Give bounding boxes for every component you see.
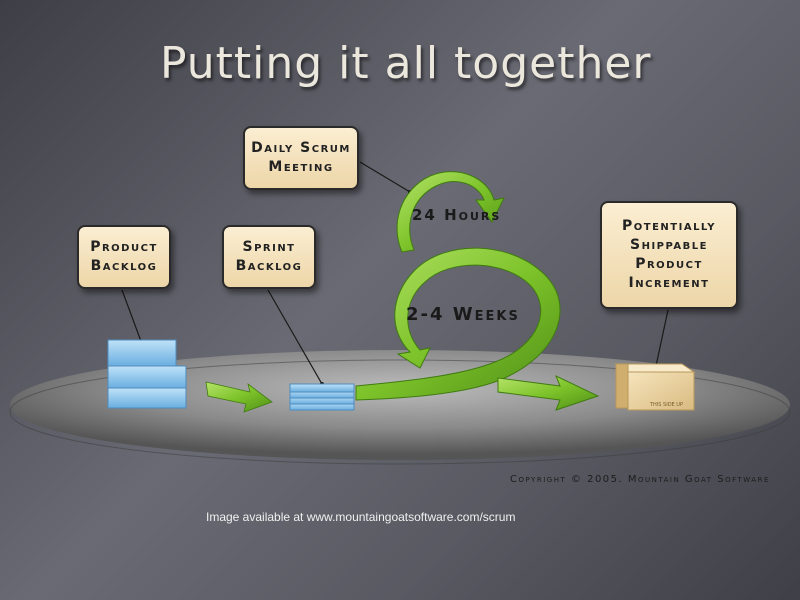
callout-increment-line-2: Shippable [630,237,708,253]
callout-increment-line-3: Product [635,256,703,272]
callout-daily-scrum: Daily Scrum Meeting [243,126,359,190]
callout-product-backlog-line-2: Backlog [90,258,158,274]
connector-sprint-backlog [267,289,323,385]
flow-arrow-1 [205,381,273,413]
callout-sprint-backlog-line-2: Backlog [235,258,303,274]
connector-daily-scrum [359,161,411,193]
connector-product-backlog [121,289,143,345]
image-caption: Image available at www.mountaingoatsoftw… [206,510,516,524]
daily-cycle-arrow [396,171,505,253]
callout-daily-scrum-line-1: Daily Scrum [251,140,351,156]
sprint-cycle-arrow [355,247,600,411]
callout-daily-scrum-line-2: Meeting [268,159,334,175]
platform-disc [10,350,790,460]
callout-sprint-backlog-line-1: Sprint [242,239,296,255]
callout-increment-line-1: Potentially [622,218,716,234]
product-backlog-stack [107,339,187,409]
callout-increment: Potentially Shippable Product Increment [600,201,738,309]
shippable-boxes: THIS SIDE UP [614,363,696,411]
callout-product-backlog-line-1: Product [90,239,158,255]
label-24-hours: 24 Hours [412,206,502,224]
copyright-notice: Copyright © 2005. Mountain Goat Software [510,474,770,485]
connector-increment [655,309,669,367]
callout-product-backlog: Product Backlog [77,225,171,289]
callout-sprint-backlog: Sprint Backlog [222,225,316,289]
sprint-backlog-sheets [289,383,355,411]
slide-title: Putting it all together [160,38,652,89]
callout-increment-line-4: Increment [628,275,710,291]
platform-disc-rim [9,359,791,465]
label-2-4-weeks: 2-4 Weeks [406,304,520,325]
box-label: THIS SIDE UP [649,402,683,408]
